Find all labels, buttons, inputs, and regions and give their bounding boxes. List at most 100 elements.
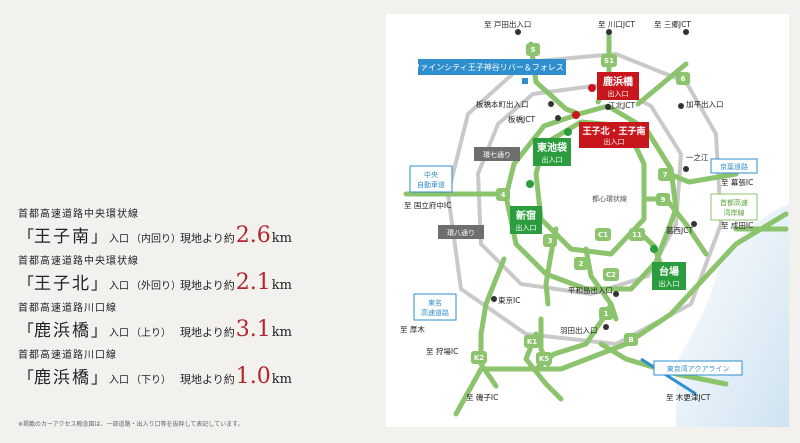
property-label-box — [418, 59, 566, 75]
distance-value: 2.6 — [235, 223, 271, 248]
shield-label: 5 — [531, 46, 536, 54]
open-bracket: 「 — [18, 368, 35, 387]
shield-9: 9 — [656, 193, 670, 206]
route-9 — [641, 196, 709, 257]
box-oji-sub: 出入口 — [604, 137, 625, 146]
junction-dot — [606, 29, 612, 35]
shield-label: B — [628, 336, 633, 344]
oji-dot — [572, 111, 580, 119]
label-atsugi: 至 厚木 — [400, 324, 425, 334]
junction-dot — [691, 221, 697, 227]
footnote: ※掲載のカーアクセス概念図は、一部道路・出入り口等を抜粋して表記しています。 — [18, 421, 244, 428]
box-oji-name: 王子北・王子南 — [582, 125, 645, 137]
distance-label: 現地より約 — [180, 373, 235, 386]
expressway-access-map: 5 S1 6 7 4 9 C1 11 3 2 C2 1 B K1 K2 K5 至 — [386, 14, 789, 427]
distance-value: 2.1 — [235, 270, 271, 295]
shield-c1: C1 — [595, 228, 611, 241]
tag-kanpachi-text: 環八通り — [447, 228, 475, 237]
label-kahei: 加平出入口 — [686, 99, 724, 109]
junction-dot — [603, 324, 609, 330]
shikahama-dot — [588, 84, 596, 92]
junction-dot — [683, 166, 689, 172]
label-toshin: 都心環状線 — [592, 194, 627, 203]
shield-label: 9 — [661, 196, 666, 204]
entrance-type: 入口 — [109, 234, 130, 245]
box-daiba-name: 台場 — [659, 265, 679, 278]
shield-label: S1 — [604, 57, 614, 65]
shield-1: 1 — [599, 307, 613, 320]
box-shinjuku-name: 新宿 — [516, 209, 536, 222]
junction-dot — [491, 296, 497, 302]
tag-wangan-line1: 首都高速 — [720, 198, 748, 207]
shield-label: C2 — [606, 271, 616, 279]
shield-k1: K1 — [524, 335, 540, 348]
entrance-type: 入口 — [109, 328, 130, 339]
open-bracket: 「 — [18, 321, 35, 340]
route-shields: 5 S1 6 7 4 9 C1 11 3 2 C2 1 B K1 K2 K5 — [471, 43, 690, 365]
label-kokuritsu: 至 国立府中IC — [404, 200, 451, 210]
label-kohoku-jct: 江北JCT — [608, 101, 635, 110]
box-shikahama-sub: 出入口 — [608, 89, 629, 98]
shield-k5: K5 — [536, 352, 552, 365]
label-misato-jct: 至 三郷JCT — [654, 20, 691, 29]
close-bracket: 」 — [91, 321, 108, 340]
distance-unit: km — [271, 231, 292, 246]
route-6 — [635, 61, 689, 107]
tag-kanpachi — [438, 225, 484, 239]
property-label: ファインシティ王子神谷リバー＆フォレスト — [412, 62, 572, 72]
junction-dot — [548, 101, 554, 107]
route-7 — [666, 171, 739, 185]
label-ichinoe: 一之江 — [686, 152, 709, 162]
entrance-name-block: 「鹿浜橋」入口（上り） — [18, 316, 180, 341]
property-location-square — [522, 78, 528, 84]
label-haneda: 羽田出入口 — [560, 325, 598, 335]
shield-label: 7 — [663, 171, 668, 179]
shield-label: K5 — [539, 355, 549, 363]
box-higashiikebukuro — [533, 138, 571, 166]
label-kisarazu: 至 木更津JCT — [666, 392, 711, 402]
shield-label: K2 — [474, 354, 484, 362]
shield-4: 4 — [496, 188, 510, 201]
box-shinjuku-sub: 出入口 — [516, 223, 537, 232]
entrance-name-block: 「王子北」入口（外回り） — [18, 269, 181, 294]
shield-label: 3 — [548, 237, 553, 245]
shield-c2: C2 — [603, 268, 619, 281]
junction-dot — [555, 115, 561, 121]
route-name: 首都高速道路中央環状線 — [18, 209, 139, 220]
tomei — [478, 256, 507, 337]
entrance-dots — [526, 128, 658, 253]
distance-value: 3.1 — [235, 317, 271, 342]
distance-value: 1.0 — [235, 364, 271, 389]
entrance-direction: （下り） — [131, 375, 172, 386]
shield-label: 2 — [579, 260, 584, 268]
aqua-tunnel — [640, 357, 697, 396]
tag-keiyo-text: 京葉道路 — [720, 162, 748, 171]
box-higashiikebukuro-name: 東池袋 — [537, 141, 568, 154]
box-oji — [579, 122, 649, 148]
label-isogo: 至 磯子IC — [466, 392, 498, 402]
box-daiba-sub: 出入口 — [659, 279, 680, 288]
shield-3: 3 — [543, 234, 557, 247]
entrance-name-block: 「鹿浜橋」入口（下り） — [18, 363, 180, 388]
junction-dot — [683, 29, 689, 35]
tag-kannana — [474, 147, 520, 161]
label-makuhari: 至 幕張IC — [721, 177, 753, 187]
junction-dot — [605, 104, 611, 110]
entrance-type: 入口 — [109, 281, 130, 292]
box-daiba — [652, 262, 686, 290]
shield-s1: S1 — [601, 54, 617, 67]
map-labels: 至 戸田出入口 至 川口JCT 至 三郷JCT 板橋本町出入口 板橋JCT 江北… — [400, 19, 753, 402]
route-name: 首都高速道路川口線 — [18, 303, 117, 314]
entrance-name: 鹿浜橋 — [34, 368, 92, 388]
distance-label: 現地より約 — [180, 326, 235, 339]
close-bracket: 」 — [91, 368, 108, 387]
entrance-type: 入口 — [109, 375, 130, 386]
tag-aqua — [653, 360, 743, 376]
label-itabashi-jct: 板橋JCT — [508, 114, 535, 124]
